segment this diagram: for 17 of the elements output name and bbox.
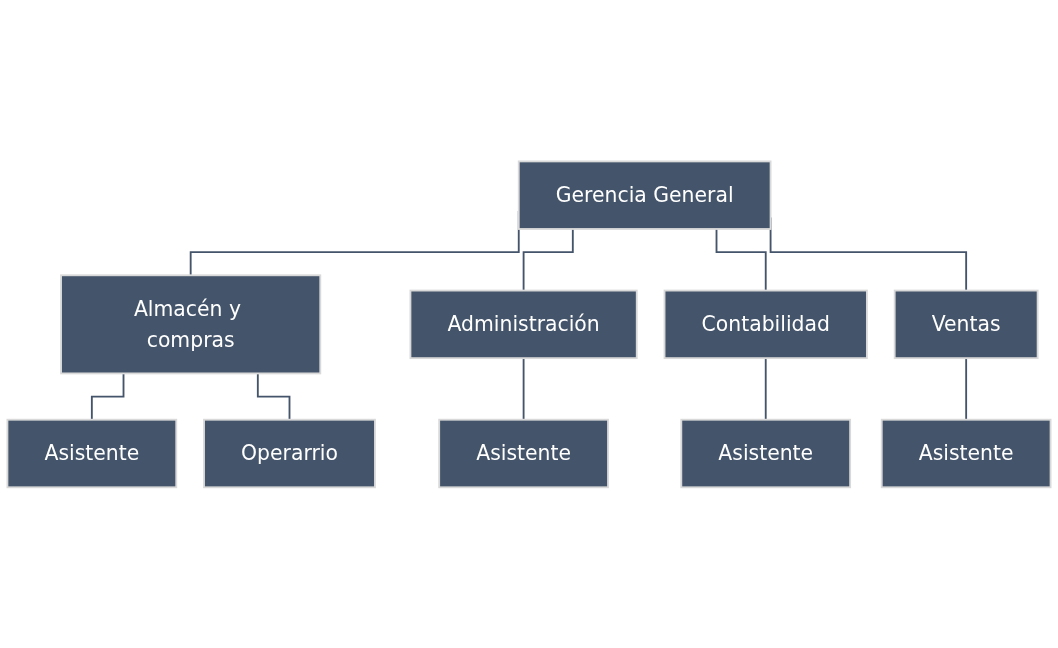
connector — [256, 372, 291, 421]
node-box: Ventas — [893, 289, 1039, 359]
connector — [764, 356, 767, 421]
node-box: Asistente — [880, 418, 1052, 488]
connector — [965, 356, 968, 421]
connector — [715, 227, 767, 292]
node-box: Administración — [409, 289, 638, 359]
node-box: Operarrio — [203, 418, 376, 488]
node-box: Asistente — [438, 418, 609, 488]
connector — [522, 227, 574, 292]
node-box: Asistente — [6, 418, 178, 488]
connector — [90, 372, 125, 421]
node-box: Asistente — [680, 418, 852, 488]
connector — [522, 356, 525, 421]
node-box: Gerencia General — [517, 160, 772, 230]
node-box: Almacén y compras — [60, 274, 322, 374]
node-box: Contabilidad — [663, 289, 868, 359]
